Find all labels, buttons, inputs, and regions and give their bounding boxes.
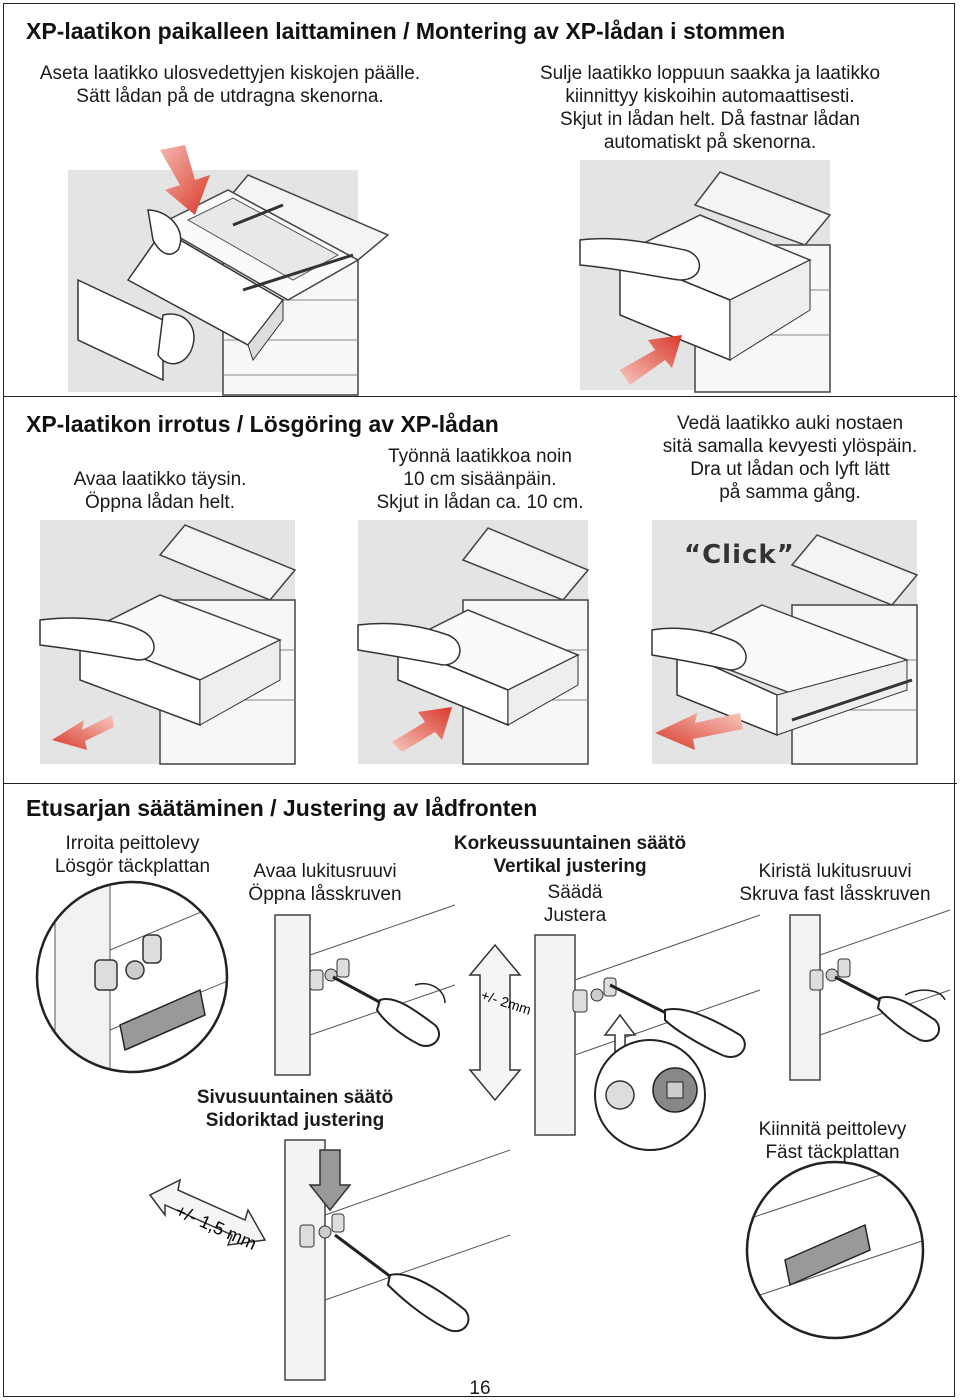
- pull-out-arrow-icon: [52, 715, 114, 750]
- pull-lift-arrow-icon: [655, 713, 743, 750]
- tighten-screw-illustration: [789, 909, 951, 1081]
- section3-step5-heading: Sivusuuntainen säätö Sidoriktad justerin…: [196, 1087, 394, 1131]
- vertical-adjustment-illustration: [468, 914, 761, 1151]
- section3-step3-caption: Säädä Justera: [543, 882, 607, 926]
- drawer-push-illustration: [357, 527, 590, 765]
- drawer-lift-illustration: [651, 534, 919, 765]
- section-divider-2: [3, 783, 957, 784]
- push-in-arrow-icon: [620, 335, 682, 385]
- section2-title: XP-laatikon irrotus / Lösgöring av XP-lå…: [26, 411, 499, 437]
- section1-step2-caption: Sulje laatikko loppuun saakka ja laatikk…: [539, 63, 881, 153]
- svg-text:+/- 2mm: +/- 2mm: [479, 987, 533, 1018]
- section3-step2-caption: Avaa lukitusruuvi Öppna låsskruven: [248, 861, 402, 905]
- page-frame: [3, 3, 955, 1397]
- section3-title: Etusarjan säätäminen / Justering av lådf…: [26, 795, 538, 821]
- section3-step4-caption: Kiristä lukitusruuvi Skruva fast låsskru…: [739, 861, 931, 905]
- side-range-label: +/- 1,5 mm: [172, 1200, 259, 1253]
- drawer-open-illustration: [39, 524, 297, 765]
- attach-cover-plate-detail-illustration: [745, 1160, 925, 1340]
- section1-step1-caption: Aseta laatikko ulosvedettyjen kiskojen p…: [39, 63, 421, 107]
- drawer-place-illustration: [77, 174, 390, 396]
- click-label: “Click”: [684, 540, 795, 570]
- vertical-range-label: +/- 2mm: [479, 987, 533, 1018]
- section2-step3-caption: Vedä laatikko auki nostaen sitä samalla …: [662, 413, 918, 503]
- section2-step1-caption: Avaa laatikko täysin. Öppna lådan helt.: [73, 469, 247, 513]
- cover-plate-detail-illustration: [35, 880, 229, 1074]
- side-adjustment-illustration: [148, 1139, 511, 1381]
- loosen-screw-illustration: [274, 904, 456, 1076]
- push-down-arrow-icon: [160, 145, 210, 215]
- svg-text:+/- 1,5 mm: +/- 1,5 mm: [172, 1200, 259, 1253]
- section-divider-1: [3, 396, 957, 397]
- page-number: 16: [469, 1378, 491, 1399]
- section1-title: XP-laatikon paikalleen laittaminen / Mon…: [26, 18, 786, 44]
- push-arrow-icon: [392, 707, 452, 752]
- section3-step3-heading: Korkeussuuntainen säätö Vertikal justeri…: [453, 833, 687, 877]
- section3-step1-caption: Irroita peittolevy Lösgör täckplattan: [54, 833, 211, 877]
- section2-step2-caption: Työnnä laatikkoa noin 10 cm sisäänpäin. …: [376, 446, 584, 513]
- section3-step6-caption: Kiinnitä peittolevy Fäst täckplattan: [758, 1119, 907, 1163]
- drawer-close-illustration: [579, 171, 832, 393]
